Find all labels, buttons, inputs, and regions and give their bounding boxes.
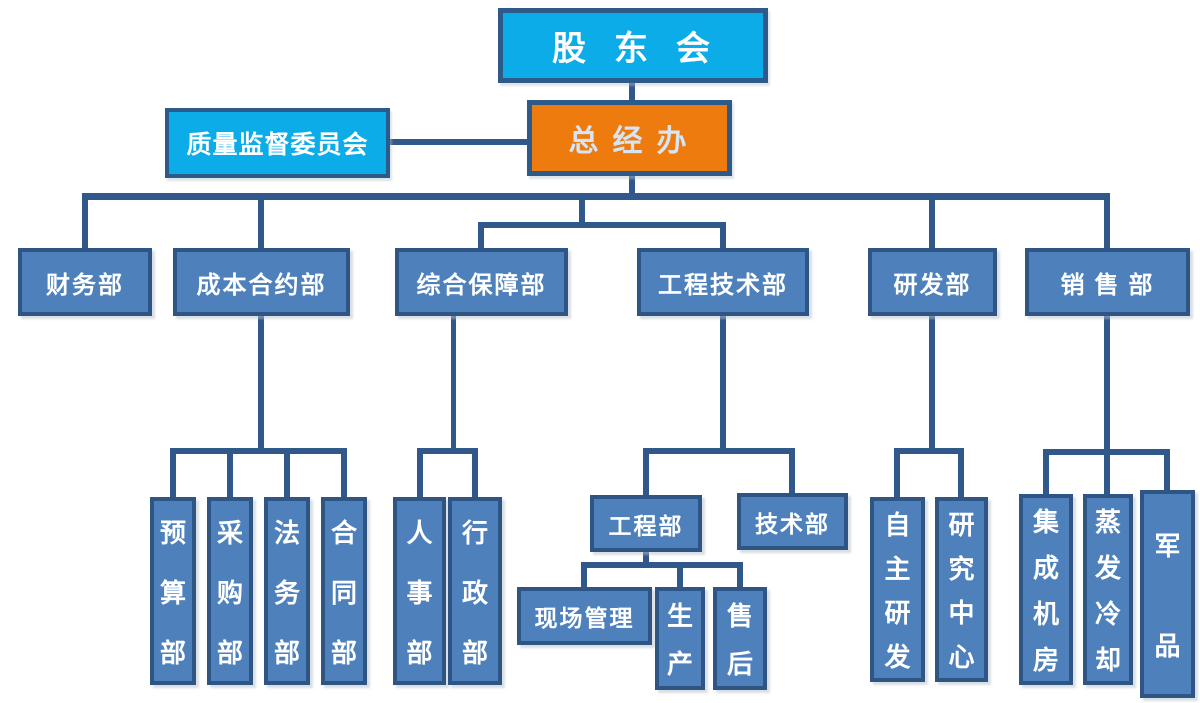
connector	[388, 139, 527, 145]
connector	[417, 448, 423, 498]
connector	[258, 314, 264, 454]
node-engineering: 工程部	[590, 495, 702, 552]
node-independent-rnd: 自主研发	[870, 497, 925, 682]
node-procurement: 采购部	[207, 497, 253, 685]
connector	[451, 314, 456, 454]
connector	[478, 222, 484, 252]
node-military-products: 军品	[1140, 490, 1195, 698]
node-procurement-label: 采购部	[216, 517, 243, 668]
node-quality-committee: 质量监督委员会	[165, 108, 390, 178]
connector	[789, 448, 795, 495]
node-finance: 财务部	[18, 248, 152, 316]
node-evaporative-cooling: 蒸发冷却	[1083, 494, 1133, 685]
node-site-management-label: 现场管理	[534, 605, 635, 631]
connector	[929, 193, 935, 250]
node-gm-office: 总经办	[527, 100, 732, 176]
node-budget-label: 预算部	[159, 517, 186, 668]
connector	[227, 448, 233, 498]
connector	[894, 448, 900, 498]
node-sales: 销售部	[1025, 248, 1190, 316]
node-engineering-tech: 工程技术部	[637, 248, 809, 316]
node-rnd-label: 研发部	[893, 271, 972, 299]
node-integrated-machine-room-label: 集成机房	[1032, 507, 1059, 675]
node-support: 综合保障部	[395, 248, 568, 316]
node-shareholders: 股东会	[498, 8, 768, 83]
connector	[720, 314, 726, 454]
node-integrated-machine-room: 集成机房	[1019, 494, 1073, 685]
connector	[643, 550, 649, 568]
connector	[82, 193, 1110, 200]
node-cost-contract-label: 成本合约部	[196, 271, 327, 299]
connector	[1104, 314, 1110, 454]
node-rnd: 研发部	[868, 248, 997, 316]
node-quality-committee-label: 质量监督委员会	[186, 131, 369, 159]
connector	[894, 448, 964, 454]
connector	[629, 81, 635, 105]
node-production: 生产	[655, 587, 705, 690]
connector	[82, 193, 88, 250]
connector	[417, 448, 478, 454]
connector	[170, 448, 176, 498]
node-engineering-label: 工程部	[608, 512, 684, 539]
connector	[581, 562, 743, 568]
node-technology: 技术部	[737, 493, 848, 550]
node-contract: 合同部	[321, 497, 367, 685]
connector	[929, 314, 935, 454]
connector	[1104, 193, 1110, 250]
node-independent-rnd-label: 自主研发	[884, 509, 911, 673]
node-finance-label: 财务部	[46, 271, 124, 299]
node-research-center-label: 研究中心	[948, 509, 975, 673]
connector	[472, 448, 478, 498]
node-after-sales: 售后	[713, 587, 767, 690]
connector	[720, 222, 726, 252]
node-production-label: 生产	[666, 601, 693, 679]
connector	[643, 448, 649, 496]
connector	[581, 562, 587, 588]
connector	[258, 193, 264, 250]
node-cost-contract: 成本合约部	[173, 248, 350, 316]
connector	[629, 174, 635, 196]
node-legal: 法务部	[264, 497, 310, 685]
node-military-products-label: 军品	[1154, 530, 1181, 661]
node-admin-label: 行政部	[461, 517, 488, 668]
node-support-label: 综合保障部	[416, 271, 547, 299]
node-evaporative-cooling-label: 蒸发冷却	[1094, 507, 1121, 675]
connector	[677, 562, 683, 588]
node-legal-label: 法务部	[273, 517, 300, 668]
node-sales-label: 销售部	[1060, 271, 1163, 299]
node-admin: 行政部	[448, 497, 502, 685]
connector	[579, 193, 585, 226]
connector	[1164, 449, 1170, 494]
node-after-sales-label: 售后	[726, 601, 753, 679]
node-shareholders-label: 股东会	[552, 30, 738, 68]
connector	[1104, 449, 1110, 496]
node-gm-office-label: 总经办	[568, 125, 701, 158]
connector	[341, 448, 347, 498]
connector	[478, 222, 726, 228]
node-technology-label: 技术部	[755, 510, 830, 537]
connector	[170, 448, 347, 454]
node-budget: 预算部	[150, 497, 196, 685]
connector	[958, 448, 964, 498]
node-engineering-tech-label: 工程技术部	[658, 271, 788, 299]
node-research-center: 研究中心	[935, 497, 988, 682]
connector	[284, 448, 290, 498]
connector	[1043, 449, 1049, 496]
connector	[737, 562, 743, 588]
node-hr-label: 人事部	[406, 517, 433, 668]
node-hr: 人事部	[393, 497, 446, 685]
node-site-management: 现场管理	[517, 587, 652, 645]
node-contract-label: 合同部	[330, 517, 357, 668]
connector	[643, 448, 795, 454]
